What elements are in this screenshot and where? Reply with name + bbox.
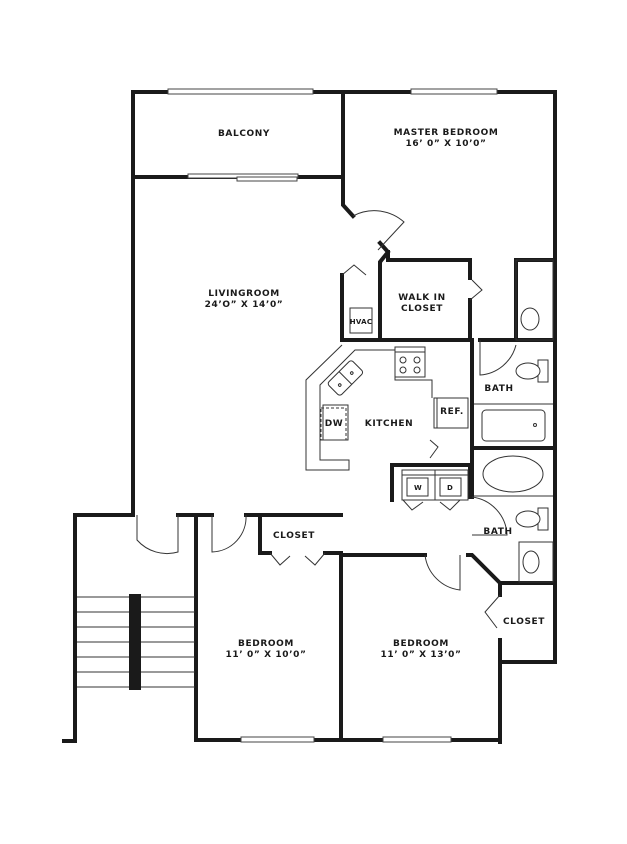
room-name: BEDROOM [393,639,449,649]
room-dimensions: 11’ 0” X 10’0” [225,650,307,660]
room-label-balcony: BALCONY [218,129,270,140]
dryer-label: D [446,484,454,492]
room-label-walk-in-closet: WALK IN CLOSET [398,293,445,315]
room-label-closet-bedroom1: CLOSET [273,531,315,542]
room-label-closet-bedroom2: CLOSET [503,617,545,628]
walls [62,90,557,744]
room-name: MASTER BEDROOM [393,128,499,138]
room-label-master-bedroom: MASTER BEDROOM 16’ 0” X 10’0” [394,128,499,150]
room-name: WALK IN [398,293,446,303]
refrigerator-label: REF. [440,407,464,417]
room-name: CLOSET [272,531,316,541]
fixture-label-dryer: D [447,483,453,494]
room-label-bedroom2: BEDROOM 11’ 0” X 13’0” [381,639,462,661]
room-name: KITCHEN [364,419,414,429]
room-label-bath-master: BATH [484,384,513,395]
fixture-label-washer: W [414,483,422,494]
windows [167,88,498,743]
doors [136,210,517,629]
fixture-label-hvac: HVAC [350,317,373,328]
room-name: LIVINGROOM [208,289,280,299]
room-name: CLOSET [502,617,546,627]
room-dimensions: 11’ 0” X 13’0” [380,650,462,660]
room-label-bedroom1: BEDROOM 11’ 0” X 10’0” [226,639,307,661]
bath-fixtures [474,259,554,583]
room-label-bath-hall: BATH [483,527,512,538]
stairs [77,594,195,690]
room-dimensions: 24’O” X 14’0” [204,300,284,310]
room-dimensions: 16’ 0” X 10’0” [405,139,487,149]
room-label-kitchen: KITCHEN [365,419,413,430]
room-name-line2: CLOSET [400,304,444,314]
room-name: BATH [483,527,513,537]
room-label-living-room: LIVINGROOM 24’O” X 14’0” [205,289,284,311]
hvac-label: HVAC [349,318,373,326]
room-name: BEDROOM [238,639,294,649]
room-name: BALCONY [217,129,271,139]
washer-label: W [413,484,423,492]
kitchen-counter [305,307,469,501]
dishwasher-label: DW [324,419,344,429]
room-name: BATH [484,384,514,394]
fixture-label-refrigerator: REF. [440,407,464,418]
fixture-label-dishwasher: DW [325,419,344,430]
